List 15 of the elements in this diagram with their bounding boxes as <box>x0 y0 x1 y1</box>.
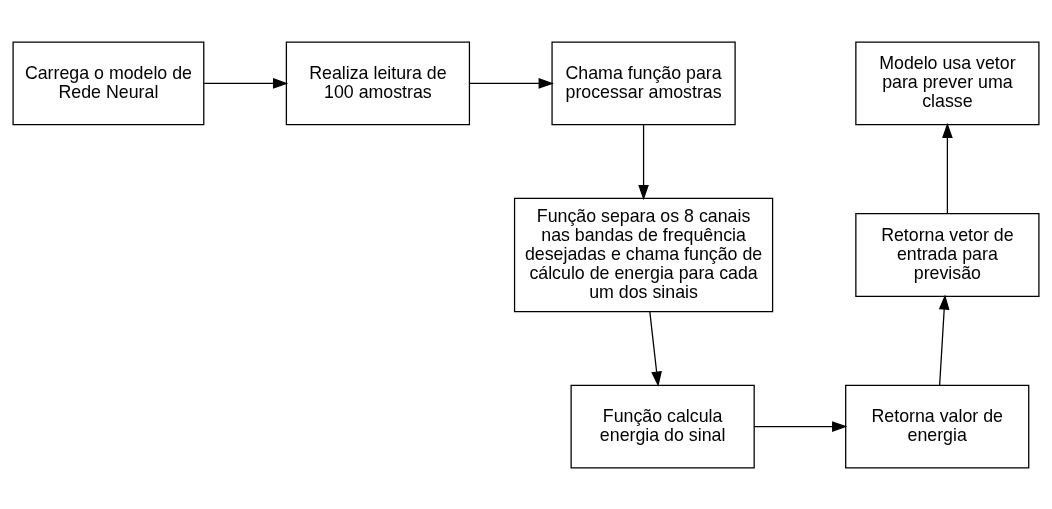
node-box: Carrega o modelo de Rede Neural <box>12 40 205 125</box>
node-box: Função separa os 8 canais nas bandas de frequência desejadas e chama função de cálculo de energia para cada um dos sinais <box>513 197 774 312</box>
node-box: Realiza leitura de 100 amostras <box>285 40 471 125</box>
node-box: Retorna vetor de entrada para previsão <box>855 212 1040 297</box>
arrow <box>203 77 289 89</box>
node-box: Função calcula energia do sinal <box>570 384 755 469</box>
node-box: Modelo usa vetor para prever uma classe <box>855 40 1040 125</box>
node-box: Retorna valor de energia <box>845 384 1030 469</box>
arrow <box>942 122 953 214</box>
arrow <box>649 310 662 387</box>
arrow <box>938 293 950 386</box>
arrow <box>638 123 649 200</box>
arrow <box>469 77 554 89</box>
arrow <box>753 420 848 432</box>
node-box: Chama função para processar amostras <box>551 40 736 125</box>
